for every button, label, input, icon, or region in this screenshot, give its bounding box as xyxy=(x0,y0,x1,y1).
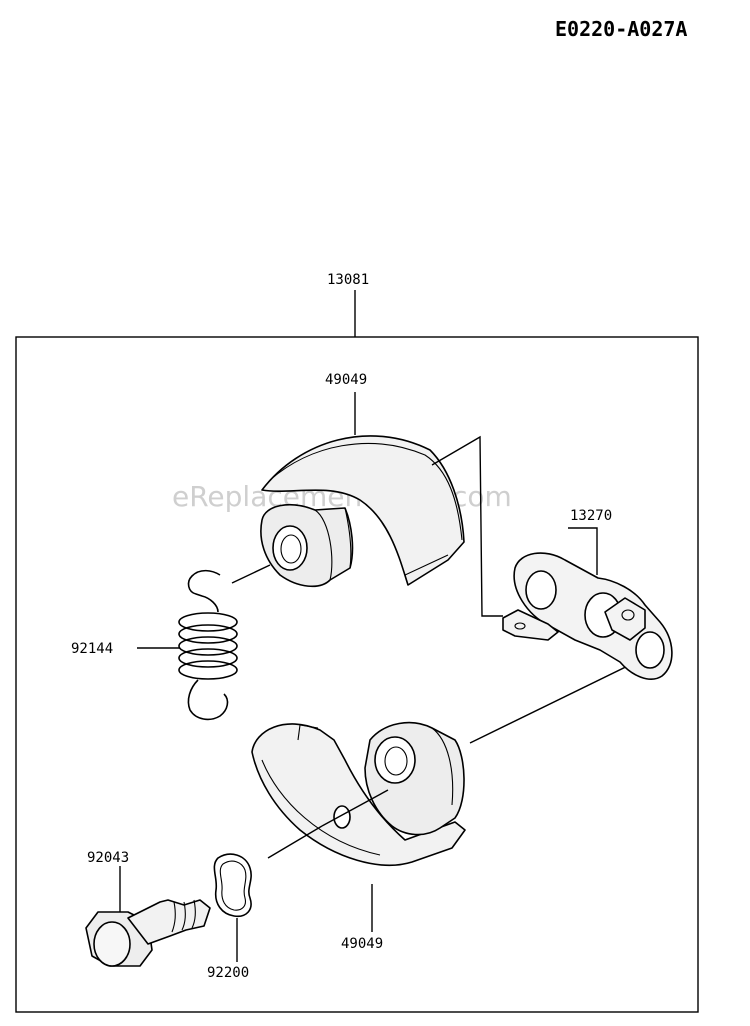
clutch-spring[interactable] xyxy=(178,569,238,721)
clutch-shoe-upper[interactable] xyxy=(260,435,465,588)
washer-to-shoe-line xyxy=(267,825,323,859)
part-label-shoe-upper[interactable]: 49049 xyxy=(325,372,367,388)
shoe-to-plate-line-lower xyxy=(469,659,641,744)
spring-to-shoe-line xyxy=(231,564,271,584)
part-label-assembly[interactable]: 13081 xyxy=(327,272,369,288)
clutch-washer[interactable] xyxy=(213,853,252,918)
clutch-plate[interactable] xyxy=(502,552,673,680)
bolt-to-shoe-line xyxy=(321,789,389,827)
part-label-spring[interactable]: 92144 xyxy=(71,641,113,657)
part-label-washer[interactable]: 92200 xyxy=(207,965,249,981)
clutch-bolt[interactable] xyxy=(85,899,211,967)
part-label-shoe-lower[interactable]: 49049 xyxy=(341,936,383,952)
assembly-frame xyxy=(15,336,699,1013)
part-label-bolt[interactable]: 92043 xyxy=(87,850,129,866)
clutch-shoe-lower[interactable] xyxy=(251,721,466,866)
shoe-to-plate-line xyxy=(431,435,503,617)
plate-leader xyxy=(568,527,598,575)
diagram-ref-code: E0220-A027A xyxy=(555,17,687,41)
part-label-plate[interactable]: 13270 xyxy=(570,508,612,524)
